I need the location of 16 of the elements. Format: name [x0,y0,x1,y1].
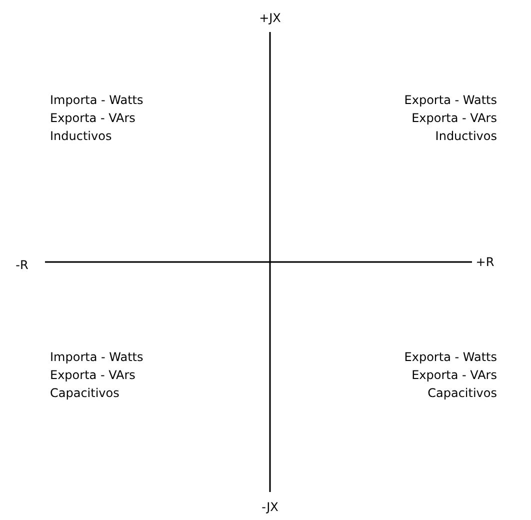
quadrant-label: Exporta - VArs [50,368,136,382]
quadrant-label: Capacitivos [428,386,497,400]
axis-label: +JX [259,11,281,25]
quadrant-label: Importa - Watts [50,350,144,364]
axis-label: -JX [262,500,278,514]
quadrant-label: Importa - Watts [50,93,144,107]
quadrant-label: Exporta - Watts [404,350,497,364]
axis-label: +R [476,255,494,269]
quadrant-label: Exporta - VArs [412,368,497,382]
quadrant-label: Exporta - VArs [50,111,136,125]
quadrant-label: Exporta - Watts [404,93,497,107]
quadrant-label: Exporta - VArs [412,111,497,125]
axis-label: -R [16,258,28,272]
quadrant-label: Inductivos [435,129,497,143]
quadrant-label: Capacitivos [50,386,120,400]
quadrant-label: Inductivos [50,129,112,143]
